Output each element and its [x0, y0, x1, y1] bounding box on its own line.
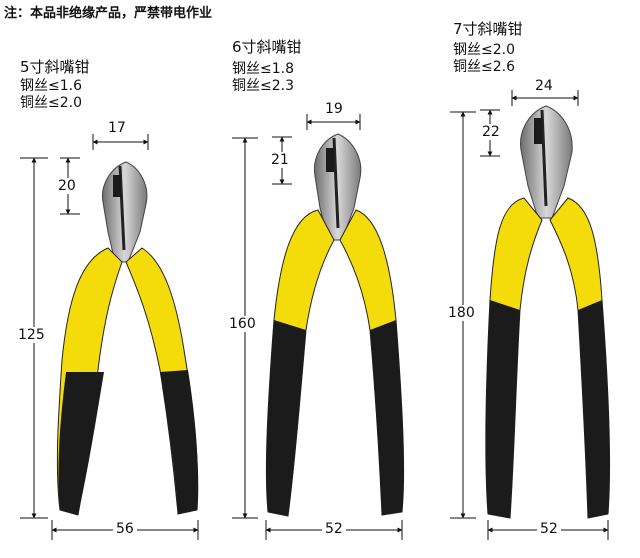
- plier-7-spec-steel: 钢丝≤2.0: [453, 42, 515, 58]
- plier-6-spec-copper: 铜丝≤2.3: [232, 78, 294, 94]
- plier-5-head-width: 17: [108, 120, 126, 136]
- plier-7-head-width: 24: [535, 78, 553, 94]
- safety-note: 注：本品非绝缘产品，严禁带电作业: [4, 6, 213, 21]
- plier-6-head-width: 19: [325, 101, 343, 117]
- plier-5-spec-steel: 钢丝≤1.6: [20, 78, 82, 94]
- plier-7-head-length: 22: [482, 124, 500, 140]
- plier-7-handle-width: 52: [537, 521, 561, 537]
- plier-6-title: 6寸斜嘴钳: [232, 38, 302, 56]
- plier-6-handle-width: 52: [322, 521, 346, 537]
- plier-6-image: [265, 133, 405, 517]
- plier-7-spec-copper: 铜丝≤2.6: [453, 59, 515, 75]
- plier-7-image: [485, 105, 611, 519]
- plier-5-image: [56, 161, 199, 516]
- plier-5-total-length: 125: [18, 327, 45, 343]
- plier-5-spec-copper: 铜丝≤2.0: [20, 95, 82, 111]
- plier-5-handle-width: 56: [113, 521, 137, 537]
- plier-6-head-length: 21: [271, 152, 289, 168]
- plier-6-total-length: 160: [229, 316, 256, 332]
- plier-7-total-length: 180: [448, 305, 475, 321]
- plier-6-spec-steel: 钢丝≤1.8: [232, 61, 294, 77]
- plier-5-head-length: 20: [58, 178, 76, 194]
- plier-7-title: 7寸斜嘴钳: [453, 20, 523, 38]
- plier-5-title: 5寸斜嘴钳: [20, 58, 90, 76]
